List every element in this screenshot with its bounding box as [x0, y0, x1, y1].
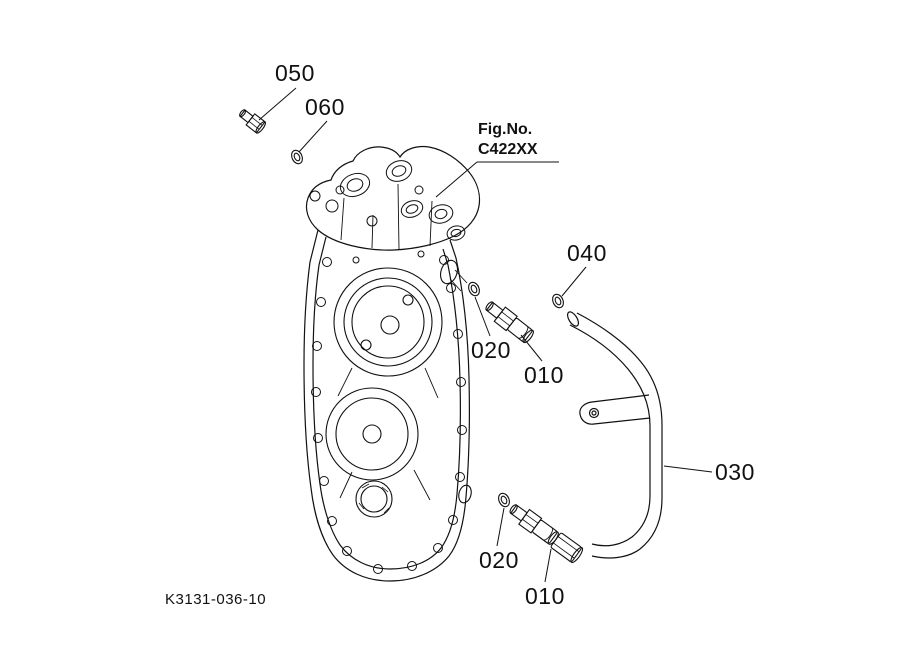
quick-coupler-upper	[485, 301, 534, 344]
figure-number-value: C422XX	[478, 141, 538, 158]
callout-050: 050	[275, 60, 315, 86]
o-rings	[291, 149, 564, 508]
plug-fitting	[239, 109, 266, 134]
callout-010-lower: 010	[525, 583, 565, 609]
callout-040: 040	[567, 240, 607, 266]
drawing-code: K3131-036-10	[165, 591, 267, 608]
figure-number-block: Fig.No. C422XX	[478, 120, 538, 160]
o-ring-020-lower	[498, 492, 510, 508]
o-ring-020-upper	[468, 281, 480, 297]
case-cover	[303, 145, 481, 582]
figure-number-label: Fig.No.	[478, 121, 533, 138]
leader-lines	[258, 87, 713, 583]
callout-020-upper: 020	[471, 337, 511, 363]
callout-010-upper: 010	[524, 362, 564, 388]
o-ring-060	[291, 149, 303, 165]
cover-bores	[325, 259, 472, 518]
bolt-holes	[311, 250, 467, 574]
o-ring-040	[552, 293, 564, 309]
callout-020-lower: 020	[479, 547, 519, 573]
hydraulic-pipe	[566, 311, 663, 559]
callout-030: 030	[715, 459, 755, 485]
quick-coupler-lower	[509, 504, 584, 564]
valve-body-ports	[309, 160, 466, 241]
callout-060: 060	[305, 94, 345, 120]
